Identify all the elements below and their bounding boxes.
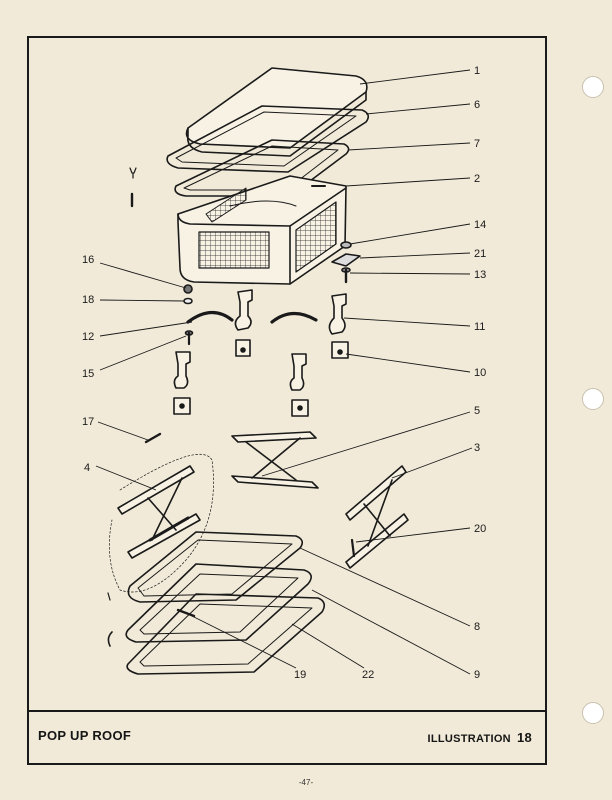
- callout-7: 7: [474, 138, 480, 150]
- callout-5: 5: [474, 405, 480, 417]
- illustration-label: ILLUSTRATION 18: [427, 730, 532, 745]
- plate-part-21: [331, 253, 361, 267]
- illustration-number: 18: [516, 730, 532, 745]
- callout-12: 12: [82, 331, 94, 343]
- handle-part-12: [186, 310, 234, 324]
- callout-8: 8: [474, 621, 480, 633]
- callout-13: 13: [474, 269, 486, 281]
- illustration-title: POP UP ROOF: [38, 728, 132, 743]
- callout-19: 19: [294, 669, 306, 681]
- scissor-lift-part-3: [345, 465, 409, 569]
- screw-part-15: [184, 330, 194, 346]
- screw-part-17: [144, 432, 162, 444]
- binder-hole: [582, 702, 604, 724]
- callout-15: 15: [82, 368, 94, 380]
- callout-22: 22: [362, 669, 374, 681]
- roof-cover-part-1: [185, 67, 368, 157]
- washer-part-14: [340, 241, 352, 249]
- callout-2: 2: [474, 173, 480, 185]
- small-clip: [107, 592, 111, 601]
- washer-part-18: [183, 297, 193, 305]
- callout-1: 1: [474, 65, 480, 77]
- binder-hole: [582, 76, 604, 98]
- scissor-lift-part-5: [231, 431, 319, 489]
- small-clip: [107, 631, 113, 647]
- hinge-bracket-part-11: [328, 293, 349, 359]
- leader-lines: [95, 69, 473, 675]
- hinge-bracket-part-11: [234, 289, 253, 357]
- base-frame-part-22: [126, 593, 326, 675]
- callout-4: 4: [84, 462, 90, 474]
- frame-part-9: [125, 563, 312, 643]
- lift-bracket-part-10: [173, 351, 191, 415]
- illustration-label-text: ILLUSTRATION: [427, 733, 511, 745]
- footer-rule: [27, 710, 547, 712]
- binder-hole: [582, 388, 604, 410]
- gasket-part-8: [137, 539, 293, 597]
- callout-10: 10: [474, 367, 486, 379]
- screw-part-19: [176, 608, 196, 618]
- callout-17: 17: [82, 416, 94, 428]
- callout-11: 11: [474, 321, 485, 333]
- callout-3: 3: [474, 442, 480, 454]
- seal-part-6: [166, 105, 370, 173]
- callout-9: 9: [474, 669, 480, 681]
- callout-numbers: 1 6 7 2 14 21 13 16 18 12 11 15 10 17 5 …: [82, 65, 486, 681]
- callout-14: 14: [474, 219, 486, 231]
- callout-20: 20: [474, 523, 486, 535]
- callout-21: 21: [474, 248, 486, 260]
- callout-16: 16: [82, 254, 94, 266]
- cable-line: [108, 453, 214, 593]
- housing-part-2: [177, 175, 347, 285]
- callout-6: 6: [474, 99, 480, 111]
- small-clip: [129, 167, 137, 179]
- frame-ring-part-7: [174, 139, 350, 197]
- bolt-part-20: [350, 538, 356, 558]
- handle-part-12: [270, 311, 318, 324]
- lift-bracket-part-10: [289, 353, 309, 417]
- illustration-frame: [27, 36, 547, 765]
- callout-18: 18: [82, 294, 94, 306]
- bolt-part-13: [341, 267, 351, 284]
- page-number: -47-: [298, 778, 314, 787]
- washer-part-16: [183, 284, 193, 294]
